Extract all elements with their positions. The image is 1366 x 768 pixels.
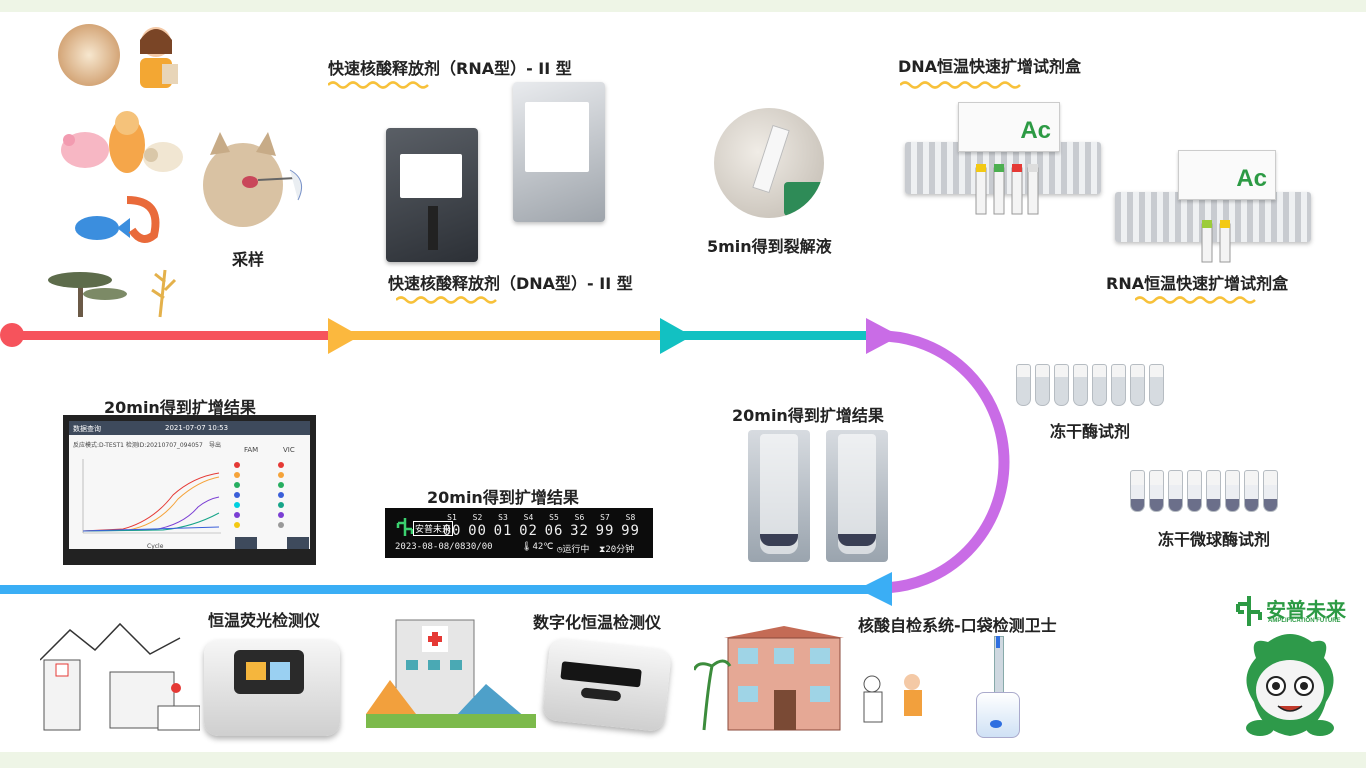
food-bowl-icon xyxy=(58,24,120,86)
segment-teal xyxy=(680,331,872,340)
led-temperature-value: 42℃ xyxy=(532,542,554,552)
tab-fam[interactable]: FAM xyxy=(244,446,259,454)
segment-purple-arc xyxy=(879,330,1010,594)
fluorescence-instrument xyxy=(204,640,340,736)
led-timer: ⧗20分钟 xyxy=(599,545,635,555)
arrowhead-teal xyxy=(660,318,692,354)
rna-kit-label: RNA恒温快速扩增试剂盒 xyxy=(1106,274,1289,293)
led-channel-value: 00 xyxy=(442,523,462,539)
led-datetime: 2023-08-08/0830/00 xyxy=(395,542,493,552)
arrowhead-orange xyxy=(328,318,360,354)
led-status: ◷运行中 xyxy=(557,545,590,555)
result-tube-photo-2 xyxy=(826,430,888,562)
led-channel-value: 06 xyxy=(544,523,564,539)
led-channel-value: 00 xyxy=(468,523,487,539)
led-channel-value: 02 xyxy=(519,523,538,539)
rna-release-label: 快速核酸释放剂（RNA型）- II 型 xyxy=(328,59,572,78)
brand-logo-icon xyxy=(396,518,414,536)
brand-logo-icon xyxy=(1236,596,1262,626)
dna-release-label: 快速核酸释放剂（DNA型）- II 型 xyxy=(388,274,633,293)
community-scene-icon xyxy=(694,626,922,731)
screen-title: 数据查询 xyxy=(73,425,101,433)
freeze-dried-ball-strip xyxy=(1130,470,1278,512)
mascot-icon xyxy=(1246,634,1334,736)
kit-logo: Ac xyxy=(1236,165,1267,192)
led-temperature: 🌡42℃ xyxy=(521,542,554,552)
dna-kit-underline xyxy=(900,81,1021,89)
screen-mode: 反应模式:D-TEST1 检测ID:20210707_094057 xyxy=(73,442,203,449)
led-channel-value: 99 xyxy=(621,523,640,539)
segment-red xyxy=(12,331,332,340)
brand-tagline: AMPLIFICATION FUTURE xyxy=(1268,618,1341,624)
pocket-guard-device xyxy=(972,636,1022,740)
led-channel-header: S8 xyxy=(625,513,636,522)
segment-orange xyxy=(345,331,663,340)
result-left-label: 20min得到扩增结果 xyxy=(104,398,256,417)
digital-instrument-label: 数字化恒温检测仪 xyxy=(533,613,662,632)
led-channel-header: S4 xyxy=(523,513,534,522)
led-channel-value: 32 xyxy=(570,523,589,539)
led-channel-header: S7 xyxy=(600,513,610,522)
fish-shrimp-icon xyxy=(75,196,160,243)
led-channel-header: S3 xyxy=(498,513,508,522)
segment-blue xyxy=(0,585,870,594)
rna-kit-foil xyxy=(1115,192,1311,242)
lysate-photo xyxy=(714,108,824,218)
freeze-dried-label: 冻干酶试剂 xyxy=(1050,422,1131,441)
dna-kit-box: Ac xyxy=(958,102,1060,152)
lysate-label: 5min得到裂解液 xyxy=(707,237,832,256)
rna-kit-underline xyxy=(1135,296,1256,304)
led-channel-header: S2 xyxy=(472,513,483,522)
hospital-scene-icon xyxy=(40,622,200,731)
pocket-system-label: 核酸自检系统-口袋检测卫士 xyxy=(858,616,1057,635)
freeze-dried-ball-label: 冻干微球酶试剂 xyxy=(1158,530,1271,549)
tab-vic[interactable]: VIC xyxy=(283,446,295,454)
plants-icon xyxy=(48,269,177,318)
dna-release-underline xyxy=(396,296,497,304)
screen-axis-label: Cycle xyxy=(147,543,164,550)
result-right-label: 20min得到扩增结果 xyxy=(732,406,884,425)
cat-swab-icon xyxy=(203,132,303,227)
dna-release-package xyxy=(386,128,478,262)
screen-datetime: 2021-07-07 10:53 xyxy=(165,424,229,432)
dna-kit-label: DNA恒温快速扩增试剂盒 xyxy=(898,57,1082,76)
rna-release-package xyxy=(513,82,605,222)
brand-name: 安普未来 xyxy=(1266,598,1346,622)
freeze-dried-strip xyxy=(1016,364,1164,406)
dna-kit-tubes xyxy=(975,164,1039,215)
rna-kit-box: Ac xyxy=(1178,150,1276,200)
arrowhead-blue xyxy=(858,572,892,606)
farm-animals-icon xyxy=(61,111,183,173)
sampling-label: 采样 xyxy=(232,250,265,269)
field-hospital-icon xyxy=(366,619,536,728)
rna-release-underline xyxy=(328,81,429,89)
led-channel-header: S1 xyxy=(447,513,457,522)
channel-list xyxy=(234,462,284,528)
led-channel-value: 99 xyxy=(595,523,615,539)
led-logo-text: 安普未来 xyxy=(413,521,454,536)
result-tube-photo-1 xyxy=(748,430,810,562)
girl-icon xyxy=(140,27,178,88)
led-channel-header: S5 xyxy=(549,513,559,522)
software-screen: 数据查询 2021-07-07 10:53 反应模式:D-TEST1 检测ID:… xyxy=(63,415,316,565)
amplification-curves xyxy=(82,459,221,534)
kit-logo: Ac xyxy=(1020,117,1051,144)
fluor-instrument-label: 恒温荧光检测仪 xyxy=(208,611,321,630)
led-timer-value: 20分钟 xyxy=(605,545,635,555)
led-channel-header: S6 xyxy=(574,513,585,522)
screen-export-button[interactable]: 导出 xyxy=(209,442,222,449)
led-status-value: 运行中 xyxy=(562,545,590,555)
result-mid-label: 20min得到扩增结果 xyxy=(427,488,579,507)
rna-kit-tubes xyxy=(1201,220,1231,263)
led-channel-value: 01 xyxy=(493,523,513,539)
digital-instrument xyxy=(542,637,672,733)
